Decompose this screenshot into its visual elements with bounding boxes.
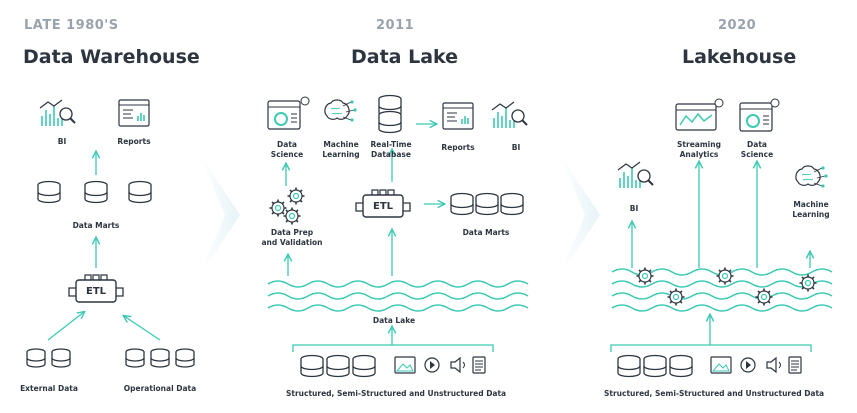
lake-section: ETL: [267, 94, 529, 378]
source-bracket: [292, 344, 494, 352]
label-reports: Reports: [117, 137, 151, 146]
structured-db-icon: [326, 354, 350, 378]
structured-db-icon: [300, 354, 324, 378]
label-data-marts: Data Marts: [462, 228, 510, 237]
label-external-data: External Data: [20, 384, 78, 393]
structured-db-icon: [643, 354, 667, 378]
machine-learning-icon: [795, 165, 829, 189]
data-mart-db-icon: [128, 180, 152, 204]
warehouse-era: LATE 1980'S: [24, 18, 119, 33]
label-realtime-database: Real-Time Database: [370, 140, 412, 159]
data-mart-db-icon: [37, 180, 61, 204]
source-bracket: [610, 344, 812, 352]
label-data-lake: Data Lake: [372, 316, 416, 325]
data-mart-db-icon: [475, 192, 499, 216]
label-bi: BI: [57, 137, 67, 146]
gear-icon: [282, 206, 302, 226]
transition-chevron: [200, 155, 240, 275]
warehouse-section: ETL: [26, 99, 195, 368]
etl-label: ETL: [373, 201, 394, 212]
bi-icon: [39, 99, 76, 127]
lake-era: 2011: [376, 18, 415, 33]
etl-label: ETL: [86, 286, 107, 297]
label-data-science: Data Science: [740, 140, 774, 159]
structured-db-icon: [352, 354, 376, 378]
lakehouse-title: Lakehouse: [682, 46, 797, 68]
operational-db-icon: [175, 348, 195, 368]
lake-title: Data Lake: [351, 46, 459, 68]
gear-icon: [715, 266, 735, 286]
label-lakehouse-sources: Structured, Semi-Structured and Unstruct…: [604, 389, 825, 398]
external-db-icon: [26, 348, 46, 368]
warehouse-title: Data Warehouse: [23, 46, 200, 68]
label-data-prep: Data Prep and Validation: [261, 228, 323, 247]
gear-icon: [635, 266, 655, 286]
transition-chevron: [560, 155, 600, 275]
label-operational-data: Operational Data: [123, 384, 197, 393]
label-streaming-analytics: Streaming Analytics: [677, 140, 721, 159]
gear-icon: [286, 186, 306, 206]
label-reports: Reports: [441, 143, 475, 152]
structured-db-icon: [617, 354, 641, 378]
reports-icon: [442, 102, 474, 130]
gear-icon: [268, 198, 288, 218]
data-science-icon: [739, 98, 780, 132]
lakehouse-era: 2020: [718, 18, 757, 33]
data-mart-db-icon: [450, 192, 474, 216]
label-machine-learning: Machine Learning: [792, 200, 830, 219]
label-bi: BI: [511, 143, 521, 152]
bi-icon: [617, 161, 654, 189]
data-science-icon: [267, 96, 310, 130]
unstructured-media-icons: [710, 356, 802, 374]
operational-db-icon: [125, 348, 145, 368]
bi-icon: [491, 101, 528, 129]
data-mart-db-icon: [84, 180, 108, 204]
streaming-analytics-icon: [675, 98, 724, 131]
gear-icon: [754, 287, 774, 307]
unstructured-media-icons: [394, 356, 486, 374]
realtime-database-icon: [378, 94, 402, 134]
label-bi: BI: [629, 204, 639, 213]
reports-icon: [118, 99, 150, 127]
gear-icon: [798, 273, 818, 293]
machine-learning-icon: [324, 99, 358, 123]
structured-db-icon: [669, 354, 693, 378]
data-lake-waves: [267, 280, 529, 312]
operational-db-icon: [150, 348, 170, 368]
external-db-icon: [51, 348, 71, 368]
data-mart-db-icon: [500, 192, 524, 216]
label-machine-learning: Machine Learning: [322, 140, 360, 159]
lakehouse-section: [610, 98, 833, 378]
label-data-science: Data Science: [270, 140, 304, 159]
label-lake-sources: Structured, Semi-Structured and Unstruct…: [286, 389, 507, 398]
gear-icon: [666, 287, 686, 307]
label-data-marts: Data Marts: [72, 221, 120, 230]
